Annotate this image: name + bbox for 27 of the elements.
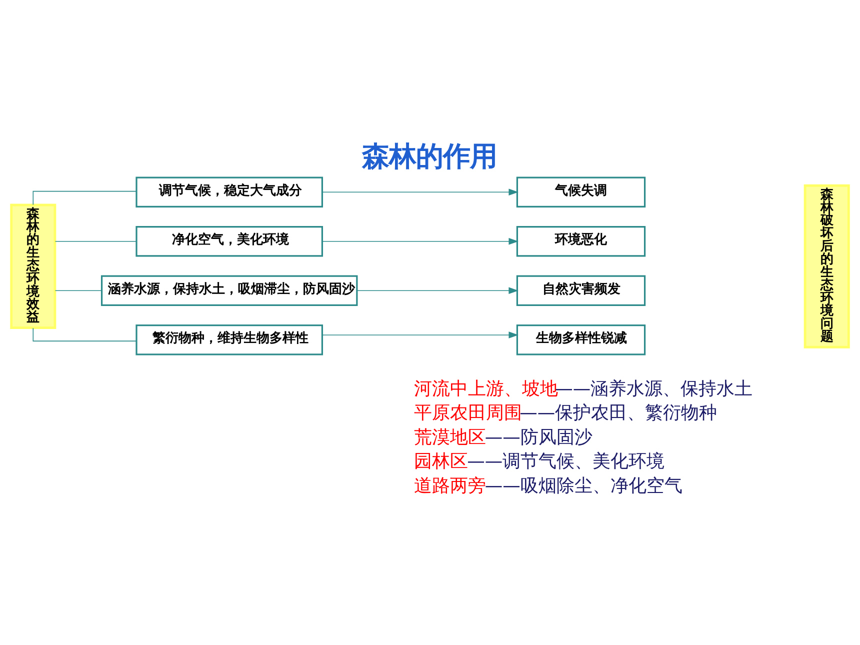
label: ——保护农田、繁衍物种	[520, 404, 718, 424]
node-box: 繁衍物种，维持生物多样性	[136, 324, 324, 356]
arrow	[322, 332, 518, 338]
node-box: 气候失调	[516, 176, 646, 208]
connector	[54, 290, 102, 291]
node-box: 净化空气，美化环境	[136, 226, 324, 257]
label: 道路两旁	[414, 476, 486, 496]
node-box: 自然灾害频发	[516, 275, 646, 306]
node-box: 涵养水源，保持水土，吸烟滞尘，防风固沙	[100, 275, 358, 306]
arrow	[322, 188, 518, 196]
arrow	[322, 238, 518, 245]
connector	[32, 190, 137, 206]
node-box: 调节气候，稳定大气成分	[136, 176, 324, 208]
node-box: 生物多样性锐减	[516, 324, 646, 356]
label: 平原农田周围	[414, 404, 522, 424]
diagram-title: 森林的作用	[362, 142, 497, 173]
label: ——吸烟除尘、净化空气	[484, 476, 682, 496]
connector	[54, 240, 137, 242]
label: ——调节气候、美化环境	[467, 452, 665, 472]
arrow	[356, 287, 518, 294]
node-box: 森林破坏后的生态环境问题	[804, 184, 850, 348]
connector	[32, 328, 137, 342]
label: 荒漠地区	[414, 428, 486, 448]
label: ——防风固沙	[484, 428, 592, 448]
node-box: 环境恶化	[516, 226, 646, 257]
label: 园林区	[414, 452, 468, 472]
node-box: 森林的生态环境效益	[10, 204, 56, 329]
